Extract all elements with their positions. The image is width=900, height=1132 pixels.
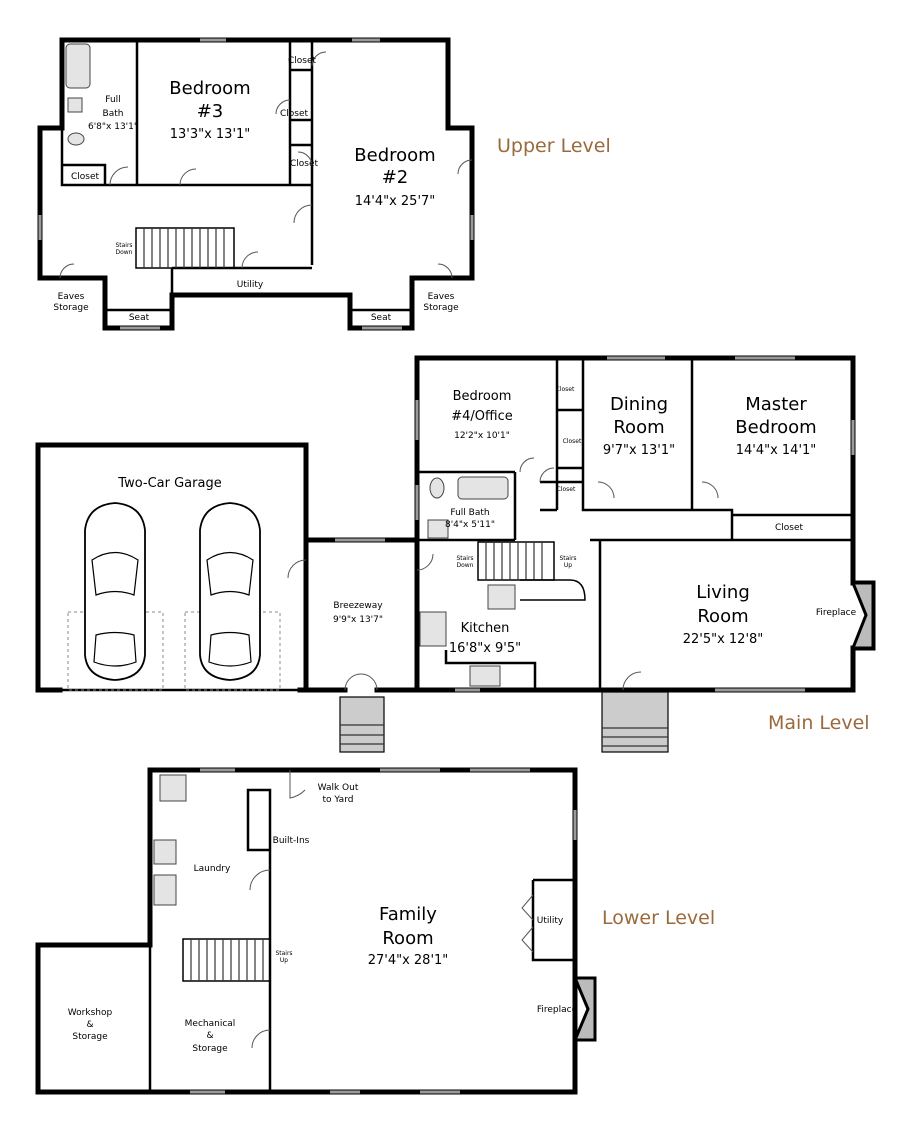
front-steps-icon <box>339 691 669 753</box>
bedroom2-name2: #2 <box>382 167 409 188</box>
mechanical-3: Storage <box>192 1044 228 1054</box>
bedroom4-name2: #4/Office <box>451 409 513 424</box>
breezeway-name: Breezeway <box>333 601 383 611</box>
bedroom2-name1: Bedroom <box>354 145 435 166</box>
dining-name1: Dining <box>610 394 668 415</box>
dining-dims: 9'7"x 13'1" <box>603 443 675 458</box>
living-name2: Room <box>697 606 748 627</box>
upper-level-title: Upper Level <box>497 135 611 157</box>
main-level: Two-Car Garage Breezeway 9'9"x 13'7" Bed… <box>35 355 876 753</box>
lower-stairs-up-2: Up <box>280 957 288 964</box>
upper-closet-a: Closet <box>288 56 317 66</box>
upper-stairs-down-1: Stairs <box>115 242 132 249</box>
walkout-1: Walk Out <box>318 783 359 793</box>
bedroom3-name2: #3 <box>197 101 224 122</box>
lower-outer-wall <box>35 767 578 1095</box>
bedroom4-dims: 12'2"x 10'1" <box>454 431 510 441</box>
family-dims: 27'4"x 28'1" <box>368 953 449 968</box>
fireplace-icon <box>850 581 875 650</box>
fridge-icon <box>419 611 447 647</box>
workshop-1: Workshop <box>68 1008 113 1018</box>
water-heater-icon <box>159 774 187 802</box>
builtins-label: Built-Ins <box>273 836 310 846</box>
upper-full-bath-name2: Bath <box>103 109 124 119</box>
upper-eaves-left-1: Eaves <box>58 292 85 302</box>
upper-stairs-down-2: Down <box>115 249 132 256</box>
car-icon <box>199 502 261 681</box>
main-closet-b: Closet <box>563 438 582 445</box>
upper-full-bath-dims: 6'8"x 13'1" <box>88 122 138 132</box>
upper-seat-right: Seat <box>371 313 392 323</box>
upper-full-bath-name1: Full <box>105 95 120 105</box>
sink-icon <box>469 665 501 687</box>
family-name2: Room <box>382 928 433 949</box>
main-fireplace: Fireplace <box>816 608 857 618</box>
upper-closet-b: Closet <box>280 109 309 119</box>
living-dims: 22'5"x 12'8" <box>683 632 764 647</box>
mechanical-1: Mechanical <box>185 1019 236 1029</box>
lower-level: Walk Out to Yard Built-Ins Laundry Famil… <box>35 767 715 1095</box>
toilet-icon <box>67 132 85 146</box>
sink-icon <box>67 97 83 113</box>
workshop-3: Storage <box>72 1032 108 1042</box>
lower-stairs-up-1: Stairs <box>275 950 292 957</box>
upper-seat-left: Seat <box>129 313 150 323</box>
workshop-2: & <box>86 1020 93 1030</box>
bedroom3-dims: 13'3"x 13'1" <box>170 127 251 142</box>
main-stairs-up-2: Up <box>564 562 572 569</box>
laundry-label: Laundry <box>194 864 231 874</box>
bedroom3-name1: Bedroom <box>169 78 250 99</box>
kitchen-name: Kitchen <box>461 621 510 636</box>
lower-fireplace: Fireplace <box>537 1005 578 1015</box>
bedroom4-name1: Bedroom <box>453 389 512 404</box>
upper-stairs-icon <box>135 227 235 269</box>
upper-closet-c: Closet <box>290 159 319 169</box>
main-full-bath-dims: 8'4"x 5'11" <box>445 520 495 530</box>
family-name1: Family <box>379 904 437 925</box>
sink-icon <box>153 874 177 906</box>
main-closet-c: Closet <box>557 486 576 493</box>
breezeway-dims: 9'9"x 13'7" <box>333 615 383 625</box>
dining-name2: Room <box>613 417 664 438</box>
upper-eaves-left-2: Storage <box>53 303 89 313</box>
main-full-bath-name: Full Bath <box>450 508 489 518</box>
mechanical-2: & <box>206 1031 213 1041</box>
upper-level: Full Bath 6'8"x 13'1" Closet Bedroom #3 … <box>37 37 611 331</box>
main-level-title: Main Level <box>768 712 870 734</box>
washer-icon <box>153 839 177 865</box>
main-stairs-up-1: Stairs <box>559 555 576 562</box>
main-closet-a: Closet <box>556 386 575 393</box>
bathtub-icon <box>65 43 91 89</box>
master-name1: Master <box>745 394 807 415</box>
lower-stairs-icon <box>182 938 271 982</box>
main-stairs-down-1: Stairs <box>456 555 473 562</box>
living-name1: Living <box>696 582 750 603</box>
bathtub-icon <box>457 476 509 500</box>
stove-icon <box>487 584 516 610</box>
toilet-icon <box>429 477 445 499</box>
upper-eaves-right-2: Storage <box>423 303 459 313</box>
upper-bath-closet: Closet <box>71 172 100 182</box>
kitchen-dims: 16'8"x 9'5" <box>449 641 521 656</box>
master-dims: 14'4"x 14'1" <box>736 443 817 458</box>
walkout-2: to Yard <box>323 795 354 805</box>
main-interior-walls <box>417 358 853 690</box>
main-stairs-icon <box>477 541 586 601</box>
bedroom2-dims: 14'4"x 25'7" <box>355 194 436 209</box>
master-closet: Closet <box>775 523 804 533</box>
fireplace-icon <box>572 976 597 1042</box>
garage-name: Two-Car Garage <box>117 476 221 491</box>
lower-utility: Utility <box>537 916 564 926</box>
upper-utility: Utility <box>237 280 264 290</box>
upper-eaves-right-1: Eaves <box>428 292 455 302</box>
lower-level-title: Lower Level <box>602 907 715 929</box>
sink-icon <box>427 519 449 539</box>
main-stairs-down-2: Down <box>456 562 473 569</box>
master-name2: Bedroom <box>735 417 816 438</box>
car-icon <box>84 502 146 681</box>
